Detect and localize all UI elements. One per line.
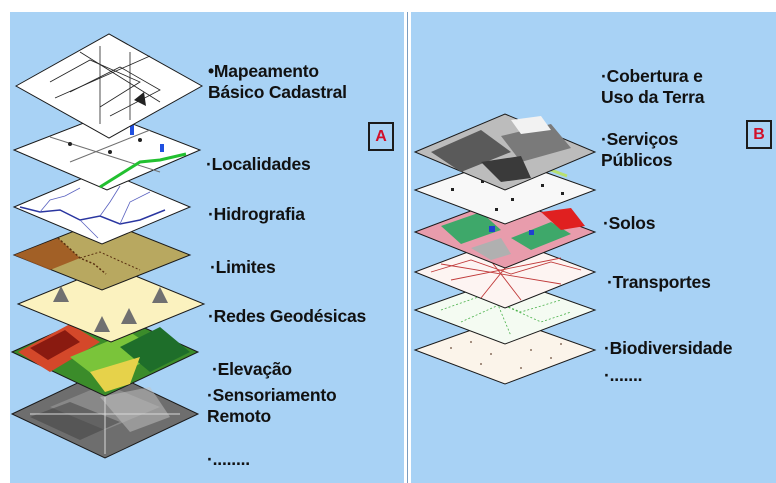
badge-b: B (746, 120, 772, 149)
layer-localidades (12, 113, 202, 191)
label-localidades: ·Localidades (206, 154, 311, 174)
geodesic-marker-icon (121, 308, 137, 324)
layer-cobertura-uso-terra (413, 113, 597, 191)
label-limites: ·Limites (210, 257, 276, 277)
label-redes-geodesicas: ·Redes Geodésicas (208, 306, 367, 326)
label-biodiversidade: ·Biodiversidade (604, 338, 733, 358)
panel-a-layer-stack (10, 33, 206, 459)
label-transportes: ·Transportes (607, 272, 711, 292)
label-hidrografia: ·Hidrografia (208, 204, 305, 224)
panel-a: •Mapeamento Básico Cadastral ·Localidade… (10, 12, 404, 483)
layer-hidrografia (12, 169, 192, 245)
label-sensoriamento-remoto: ·Sensoriamento Remoto (207, 385, 337, 426)
panel-b-layer-stack (413, 113, 597, 385)
panel-b: ·Cobertura e Uso da Terra ·Serviços Públ… (411, 12, 776, 483)
label-solos: ·Solos (603, 213, 656, 233)
layer-limites (12, 219, 192, 291)
badge-a: A (368, 122, 394, 151)
layer-redes-geodesicas (16, 265, 206, 343)
layer-solos (413, 197, 597, 269)
label-mapeamento-basico-cadastral: •Mapeamento Básico Cadastral (208, 61, 347, 102)
geodesic-marker-icon (152, 287, 168, 303)
layer-elevacao (10, 309, 200, 397)
label-ellipsis-a: ·........ (207, 449, 250, 469)
label-servicos-publicos: ·Serviços Públicos (601, 129, 678, 170)
layer-mapeamento-basico (14, 33, 204, 139)
label-elevacao: ·Elevação (212, 359, 292, 379)
geodesic-marker-icon (53, 286, 69, 302)
panel-divider (404, 12, 411, 483)
layer-sensoriamento-remoto (10, 369, 200, 459)
label-ellipsis-b: ·....... (604, 365, 643, 385)
geodesic-marker-icon (94, 316, 110, 332)
label-cobertura-uso-terra: ·Cobertura e Uso da Terra (601, 66, 705, 107)
